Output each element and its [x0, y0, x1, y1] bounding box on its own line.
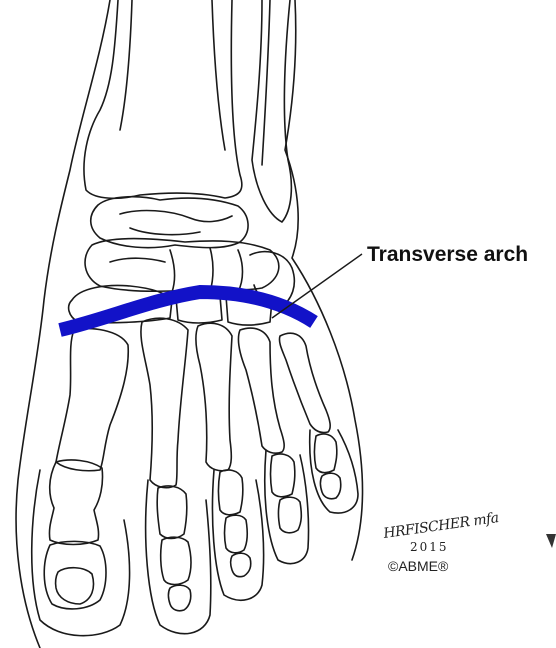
- metatarsal-2: [141, 318, 188, 487]
- metatarsal-4: [238, 328, 284, 453]
- copyright-notice: ©ABME®: [388, 558, 448, 574]
- fibula-bone: [252, 0, 291, 222]
- toe-outline-5: [310, 430, 358, 513]
- signature-year: 2015: [410, 540, 449, 554]
- metatarsal-5: [279, 333, 330, 432]
- label-leader-line: [272, 254, 362, 318]
- toe-outline-3: [212, 470, 263, 600]
- metatarsal-1: [56, 329, 128, 471]
- metatarsal-3: [196, 323, 232, 470]
- leg-outline-right: [285, 0, 363, 560]
- transverse-arch-label: Transverse arch: [367, 243, 528, 267]
- hallux-proximal: [49, 460, 102, 545]
- transverse-arch-band: [60, 292, 314, 330]
- hallux-distal: [44, 541, 106, 609]
- edge-mark: [546, 530, 556, 550]
